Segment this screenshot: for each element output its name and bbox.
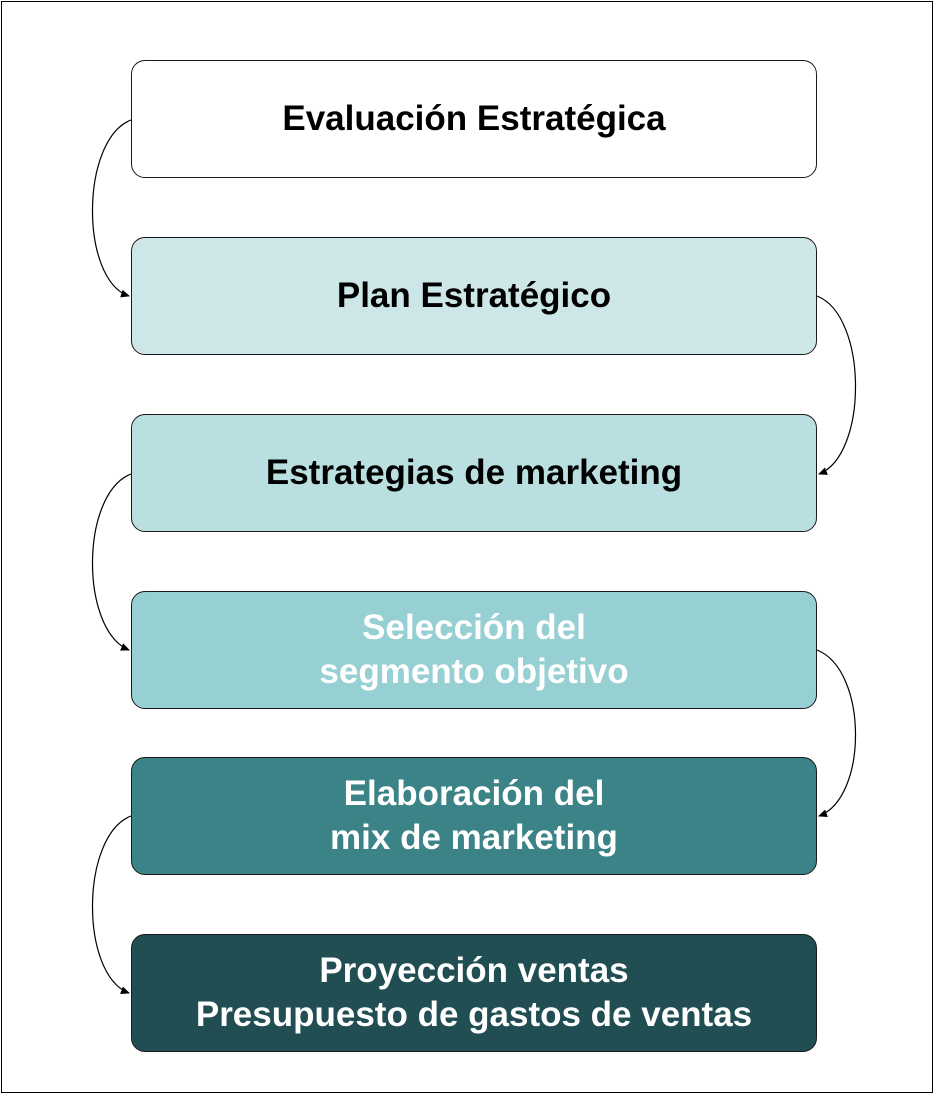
connector-arrow-4-5 [816,649,857,817]
step-label: Evaluación Estratégica [282,99,666,138]
connector-arrow-1-2 [91,119,132,298]
step-label: Elaboración del mix de marketing [330,774,618,857]
step-proyeccion-ventas: Proyección ventas Presupuesto de gastos … [131,934,817,1052]
step-label: Estrategias de marketing [265,453,683,492]
step-label: Proyección ventas Presupuesto de gastos … [195,951,753,1034]
connector-arrow-3-4 [91,473,132,651]
connector-arrow-2-3 [816,295,857,475]
step-estrategias-marketing: Estrategias de marketing [131,414,817,532]
connector-arrow-5-6 [91,815,132,994]
step-seleccion-segmento: Selección del segmento objetivo [131,591,817,709]
step-evaluacion-estrategica: Evaluación Estratégica [131,60,817,178]
step-label: Selección del segmento objetivo [319,608,629,691]
step-plan-estrategico: Plan Estratégico [131,237,817,355]
step-elaboracion-mix: Elaboración del mix de marketing [131,757,817,875]
step-label: Plan Estratégico [336,276,612,315]
